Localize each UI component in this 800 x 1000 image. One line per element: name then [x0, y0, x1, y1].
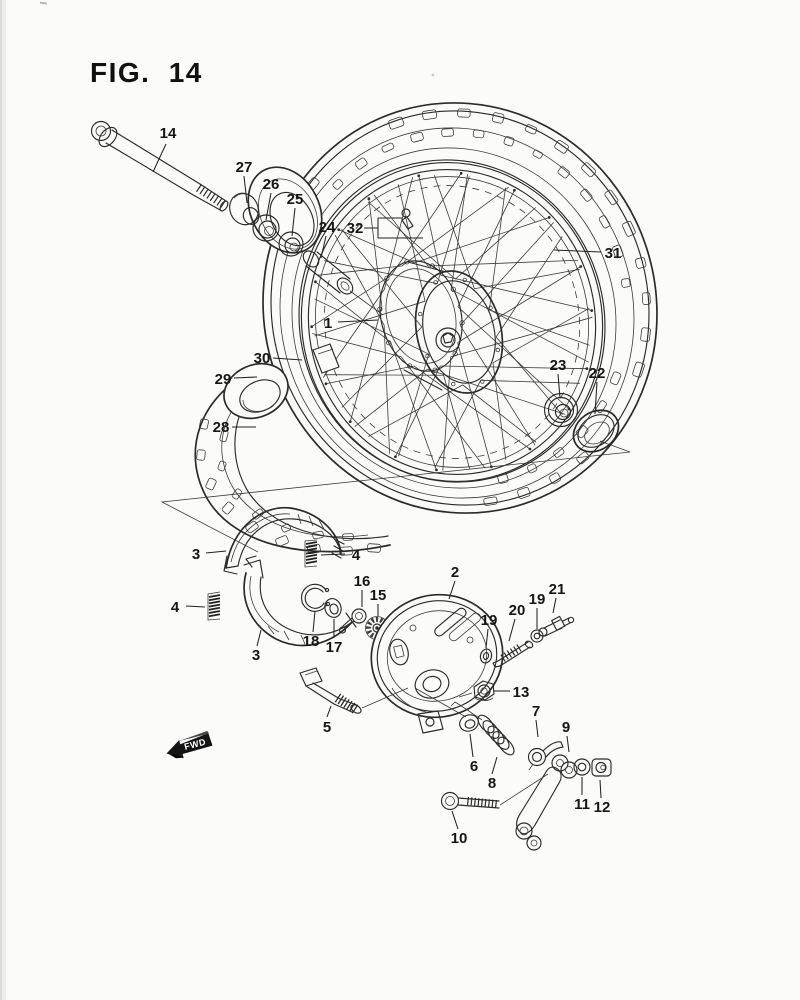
callout-10: 10 — [451, 830, 468, 847]
callout-15: 15 — [370, 587, 387, 604]
callout-9: 9 — [562, 719, 570, 736]
callout-8: 8 — [488, 775, 496, 792]
callout-30: 30 — [254, 350, 271, 367]
figure-title: FIG. 14 — [90, 57, 203, 88]
shoe-spring-right-drawing — [304, 539, 318, 568]
nut-13-drawing — [473, 680, 495, 701]
axle-bolt-drawing — [90, 120, 229, 212]
brake-shoe-upper-drawing — [223, 506, 345, 575]
washer-6-drawing — [459, 714, 479, 732]
spacer-24-drawing — [302, 250, 384, 316]
scan-artifacts — [0, 0, 435, 1000]
callouts: 14 27 26 25 24 32 31 1 30 29 28 23 22 3 … — [160, 125, 622, 847]
callout-17: 17 — [326, 639, 343, 656]
callout-23: 23 — [550, 357, 567, 374]
indicator-plate-7-drawing — [527, 741, 564, 771]
callout-7: 7 — [532, 703, 540, 720]
callout-2: 2 — [451, 564, 459, 581]
callout-13: 13 — [513, 684, 530, 701]
shoe-spring-left-drawing — [207, 591, 221, 621]
washer-17-drawing — [324, 598, 342, 618]
callout-12: 12 — [594, 799, 611, 816]
callout-19-right: 19 — [529, 591, 546, 608]
callout-3-lower: 3 — [252, 647, 260, 664]
callout-27: 27 — [236, 159, 253, 176]
speedo-drive-20-drawing — [492, 640, 534, 668]
bearing-23-drawing — [543, 392, 579, 428]
callout-21: 21 — [549, 581, 566, 598]
callout-22: 22 — [589, 365, 606, 382]
callout-16: 16 — [354, 573, 371, 590]
cam-lever-9-drawing — [515, 754, 578, 851]
callout-28: 28 — [213, 419, 230, 436]
brake-shoe-lower-drawing — [243, 555, 357, 647]
callout-26: 26 — [263, 176, 280, 193]
callout-31: 31 — [605, 245, 622, 262]
camshaft-5-drawing — [299, 667, 362, 714]
bearing-26-drawing — [252, 214, 280, 242]
adjuster-21-drawing — [538, 615, 575, 637]
spring-8-drawing — [450, 701, 515, 756]
washer-19a-drawing — [479, 648, 493, 664]
callout-24: 24 — [319, 219, 336, 236]
spoke-nipple-32-drawing — [401, 208, 414, 230]
retainer-16-drawing — [338, 608, 367, 634]
rim-drawing — [300, 161, 604, 483]
fwd-arrow: FWD — [166, 730, 213, 759]
callout-19-left: 19 — [481, 612, 498, 629]
callout-32: 32 — [347, 220, 364, 237]
hub-drawing — [377, 259, 504, 394]
bolt-10-drawing — [440, 791, 500, 811]
callout-18: 18 — [303, 633, 320, 650]
oil-seal-22-drawing — [572, 409, 620, 453]
axis-lines — [361, 687, 549, 806]
callout-25: 25 — [287, 191, 304, 208]
leader-lines — [152, 143, 602, 830]
tire-cut-end-drawing — [247, 166, 323, 254]
callout-11: 11 — [574, 796, 590, 813]
callout-5: 5 — [323, 719, 331, 736]
callout-29: 29 — [215, 371, 232, 388]
separator-lines — [160, 440, 631, 553]
callout-6: 6 — [470, 758, 478, 775]
callout-4-right: 4 — [352, 547, 361, 564]
bearing-25-drawing — [278, 231, 304, 257]
callout-4-left: 4 — [171, 599, 180, 616]
callout-20: 20 — [509, 602, 526, 619]
washer-11-drawing — [573, 758, 591, 776]
nut-12-drawing — [591, 758, 612, 777]
callout-3-upper: 3 — [192, 546, 200, 563]
callout-1: 1 — [324, 315, 332, 332]
callout-14: 14 — [160, 125, 177, 142]
circlip-18-drawing — [300, 583, 331, 612]
brake-panel-drawing — [370, 593, 504, 734]
